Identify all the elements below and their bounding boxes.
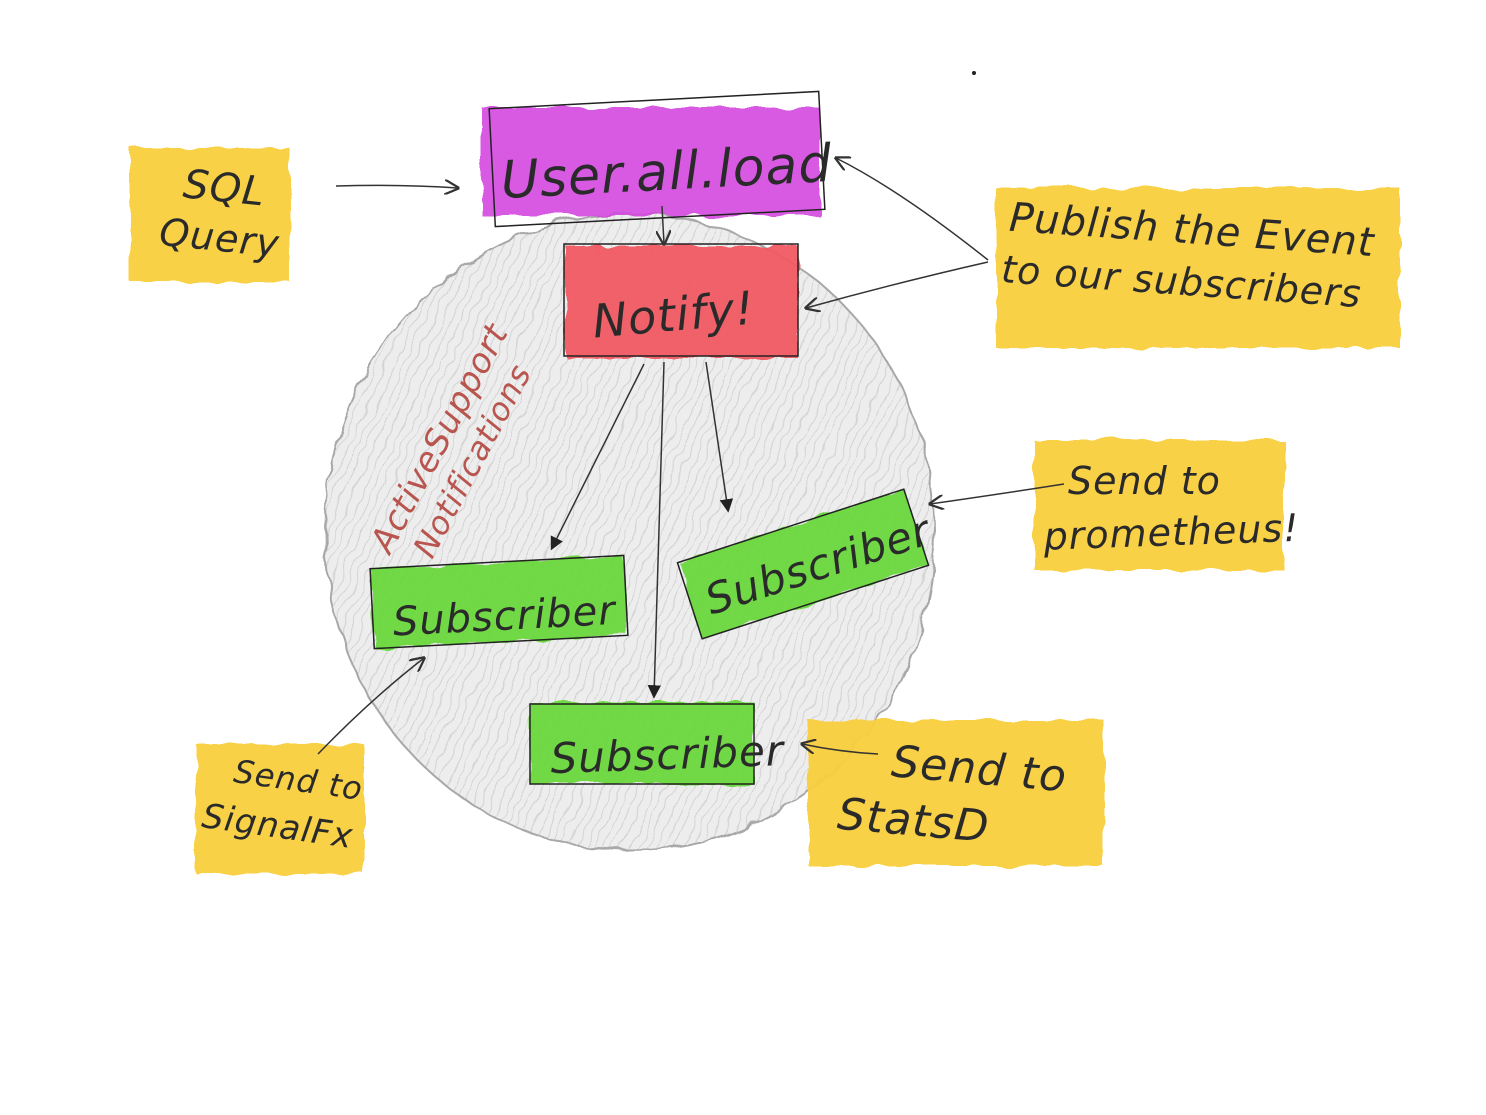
note-sql-query: SQL Query bbox=[130, 148, 290, 282]
subscriber-left-box bbox=[369, 554, 629, 650]
notifications-group: ActiveSupport Notifications bbox=[324, 213, 936, 851]
arrow-signalfx-to-subscriber bbox=[317, 658, 424, 755]
subscriber-right-highlight bbox=[677, 489, 929, 639]
note-prometheus: Send to prometheus! bbox=[1034, 440, 1300, 570]
subscriber-bottom-node: Subscriber bbox=[529, 702, 787, 785]
note-arrows bbox=[317, 158, 1065, 755]
note-statsd-bg bbox=[808, 720, 1104, 866]
note-sql-bg bbox=[130, 148, 290, 282]
subscriber-left-node: Subscriber bbox=[369, 554, 629, 650]
subscriber-bottom-label: Subscriber bbox=[550, 726, 787, 783]
notify-highlight bbox=[566, 246, 798, 358]
note-prometheus-line1: Send to bbox=[1068, 459, 1221, 503]
arrow-statsd-to-subscriber bbox=[802, 744, 879, 755]
subscriber-bottom-highlight bbox=[530, 702, 754, 784]
notify-box bbox=[563, 243, 799, 357]
arrow-prometheus-to-subscriber bbox=[930, 483, 1065, 504]
arrow-event-to-notify bbox=[662, 205, 664, 244]
subscriber-bottom-box bbox=[529, 703, 755, 785]
stray-dot bbox=[972, 71, 976, 75]
note-sql-line1: SQL bbox=[181, 161, 268, 215]
note-prometheus-line2: prometheus! bbox=[1042, 506, 1300, 559]
note-signalfx: Send to SignalFx bbox=[196, 744, 365, 874]
arrow-publish-to-notify bbox=[806, 261, 989, 308]
event-box bbox=[488, 90, 826, 228]
note-publish: Publish the Event to our subscribers bbox=[996, 188, 1400, 348]
subscriber-left-highlight bbox=[370, 555, 628, 649]
note-prometheus-bg bbox=[1034, 440, 1284, 570]
note-publish-bg bbox=[996, 188, 1400, 348]
arrow-notify-to-subscriber-right bbox=[705, 361, 734, 513]
event-highlight bbox=[482, 108, 820, 216]
arrow-sql-to-event bbox=[335, 185, 458, 188]
notify-node: Notify! bbox=[563, 243, 799, 358]
note-signalfx-bg bbox=[196, 744, 364, 874]
flow-arrows bbox=[550, 205, 734, 699]
note-statsd: Send to StatsD bbox=[808, 720, 1104, 866]
event-node: User.all.load bbox=[482, 90, 834, 228]
arrow-notify-to-subscriber-left bbox=[550, 363, 645, 551]
arrow-publish-to-event bbox=[836, 158, 989, 261]
arrow-notify-to-subscriber-bottom bbox=[647, 361, 665, 699]
subscriber-right-box bbox=[676, 488, 930, 640]
